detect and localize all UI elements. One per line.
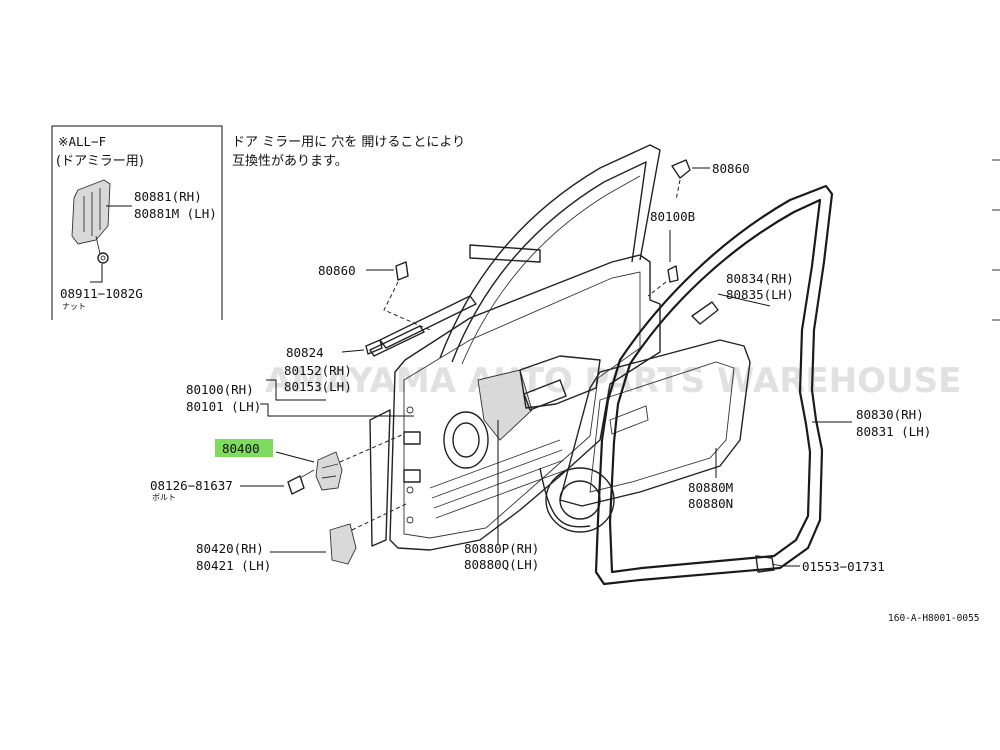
door-weatherstrip bbox=[594, 184, 834, 586]
label-80420: 80420(RH) bbox=[196, 541, 264, 556]
label-80101: 80101 (LH) bbox=[186, 399, 261, 414]
door-inner-panel bbox=[369, 254, 661, 551]
label-80880p: 80880P(RH) bbox=[464, 541, 539, 556]
label-80860-left: 80860 bbox=[318, 263, 356, 278]
bolt-08126-icon bbox=[287, 475, 305, 495]
label-80860-top: 80860 bbox=[712, 161, 750, 176]
label-80880n: 80880N bbox=[688, 496, 733, 511]
hinge-80420-icon bbox=[329, 523, 357, 565]
inset-subtitle: (ドアミラー用) bbox=[56, 154, 144, 169]
label-80824: 80824 bbox=[286, 345, 324, 360]
inset-nut-part: 08911−1082G bbox=[60, 286, 143, 301]
clip-80824-icon bbox=[365, 339, 383, 355]
inset-panel: ※ALL−F (ドアミラー用) 80881(RH) 80881M (LH) 08… bbox=[51, 125, 223, 320]
mirror-bracket-icon bbox=[71, 179, 111, 245]
speaker-icon bbox=[545, 467, 615, 533]
grommet-01553-icon bbox=[755, 555, 775, 573]
nut-icon bbox=[97, 252, 109, 264]
door-lock-assembly bbox=[523, 379, 567, 411]
label-80880q: 80880Q(LH) bbox=[464, 557, 539, 572]
hinge-80400-icon bbox=[315, 451, 343, 491]
label-08126: 08126−81637 bbox=[150, 478, 233, 493]
inset-nut-caption: ナット bbox=[62, 302, 86, 311]
label-80153: 80153(LH) bbox=[284, 379, 352, 394]
label-bolt-caption: ボルト bbox=[152, 493, 176, 502]
clip-80860-top-icon bbox=[671, 159, 691, 179]
inset-part-rh: 80881(RH) bbox=[134, 189, 202, 204]
label-80830: 80830(RH) bbox=[856, 407, 924, 422]
label-80100b: 80100B bbox=[650, 209, 695, 224]
belt-molding-outer bbox=[379, 295, 477, 349]
door-sash-frame bbox=[369, 144, 661, 365]
label-80834: 80834(RH) bbox=[726, 271, 794, 286]
note-line-2: 互換性があります。 bbox=[232, 154, 348, 169]
label-80835: 80835(LH) bbox=[726, 287, 794, 302]
label-80831: 80831 (LH) bbox=[856, 424, 931, 439]
sash-channel-80834-icon bbox=[691, 301, 719, 325]
label-80152: 80152(RH) bbox=[284, 363, 352, 378]
note-line-1: ドア ミラー用に 穴を 開けることにより bbox=[232, 135, 465, 150]
leader-lines bbox=[240, 167, 852, 567]
screw-80100b-icon bbox=[667, 265, 679, 283]
highlight-80400-box bbox=[215, 439, 273, 457]
inset-title: ※ALL−F bbox=[58, 134, 106, 149]
label-80421: 80421 (LH) bbox=[196, 558, 271, 573]
label-80100: 80100(RH) bbox=[186, 382, 254, 397]
label-80880m: 80880M bbox=[688, 480, 733, 495]
label-80400[interactable]: 80400 bbox=[222, 441, 260, 456]
diagram-id: 160-A-H8001-0055 bbox=[888, 613, 980, 624]
clip-80860-left-icon bbox=[395, 261, 409, 281]
inset-part-lh: 80881M (LH) bbox=[134, 206, 217, 221]
label-01553: 01553−01731 bbox=[802, 559, 885, 574]
door-trim-panel bbox=[539, 339, 751, 533]
